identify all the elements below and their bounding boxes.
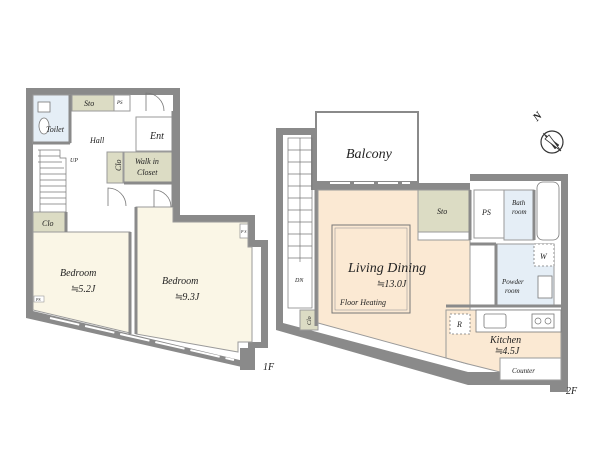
label-counter: Counter [512,367,535,375]
column-1f [240,348,255,370]
label-storage-top: Sto [84,99,94,108]
label-floor-2f: 2F [566,386,578,397]
room-ps-2f [473,189,505,239]
bathtub-icon [536,181,560,241]
label-floor-1f: 1F [263,362,275,373]
label-up: UP [70,158,78,164]
label-bathroom-1: Bath [512,199,526,207]
label-clo-2f: Clo [307,316,313,325]
label-ps-2f: PS [481,208,491,217]
room-storage-2f [417,189,471,233]
label-balcony: Balcony [346,147,393,162]
toilet-tank-icon [37,101,51,113]
stairs-1f [38,149,67,212]
label-ps-top: PS [116,101,123,106]
label-bedroom-a: Bedroom [60,268,96,279]
stairs-2f [287,137,313,309]
label-clo-small: Clo [114,159,123,171]
label-powder-1: Powder [501,278,524,286]
room-balcony [315,111,419,183]
stove-icon [531,313,555,329]
room-ps-top [113,94,131,112]
north-arrow-icon [540,130,564,154]
label-walk-in-1: Walk in [135,157,159,166]
room-ps-bottom [33,295,45,303]
bedroom-a-door-icon [107,187,127,207]
bedroom-b-door-icon [153,189,172,208]
label-refrigerator: R [456,320,462,329]
room-bedroom-b [135,206,253,353]
burner-icon-2 [544,317,552,325]
compass-label: N [530,109,546,125]
label-ps-small: P S [240,229,246,234]
toilet-fixture-icon [38,117,50,135]
label-hall: Hall [89,136,105,145]
burner-icon-1 [534,317,542,325]
walls-2f-interior [314,190,561,326]
label-floor-heating: Floor Heating [339,298,386,307]
label-bedroom-b-area: ≒9.3J [174,292,200,303]
label-kitchen-area: ≒4.5J [494,346,520,357]
room-bathroom [503,189,535,241]
label-washer: W [540,252,548,261]
label-ps-bottom: PS [35,297,40,302]
room-clo-2f [299,309,319,331]
sink-icon [537,275,553,299]
label-bedroom-b: Bedroom [162,276,198,287]
label-down: DN [294,278,304,284]
window-1f-bottom [49,317,235,361]
entrance-door-icon [145,92,165,112]
label-kitchen: Kitchen [489,335,521,346]
room-entrance [135,116,174,152]
label-bedroom-a-area: ≒5.2J [70,284,96,295]
floor-2f [276,111,568,392]
label-entrance: Ent [149,131,164,142]
room-walk-in-closet [123,151,174,184]
fridge-area [449,313,471,335]
label-storage-2f: Sto [437,207,447,216]
room-counter [499,357,562,381]
room-clo-small [106,151,124,184]
floor-heating-zone-inner [334,227,408,311]
label-ld-area: ≒13.0J [376,279,407,290]
label-powder-2: room [505,287,520,295]
label-toilet: Toilet [46,125,65,134]
label-bathroom-2: room [512,208,527,216]
window-2f-bottom [319,329,461,369]
sink-kitchen-icon [483,313,507,329]
walls-1f-interior [33,95,175,334]
washer-area [533,243,555,267]
floor-heating-zone [331,224,411,314]
floor-1f [26,88,268,370]
label-clo-left: Clo [42,219,54,228]
label-living-dining: Living Dining [347,261,426,276]
label-walk-in-2: Closet [137,168,158,177]
room-ps-small [239,223,249,239]
room-toilet [32,94,71,144]
